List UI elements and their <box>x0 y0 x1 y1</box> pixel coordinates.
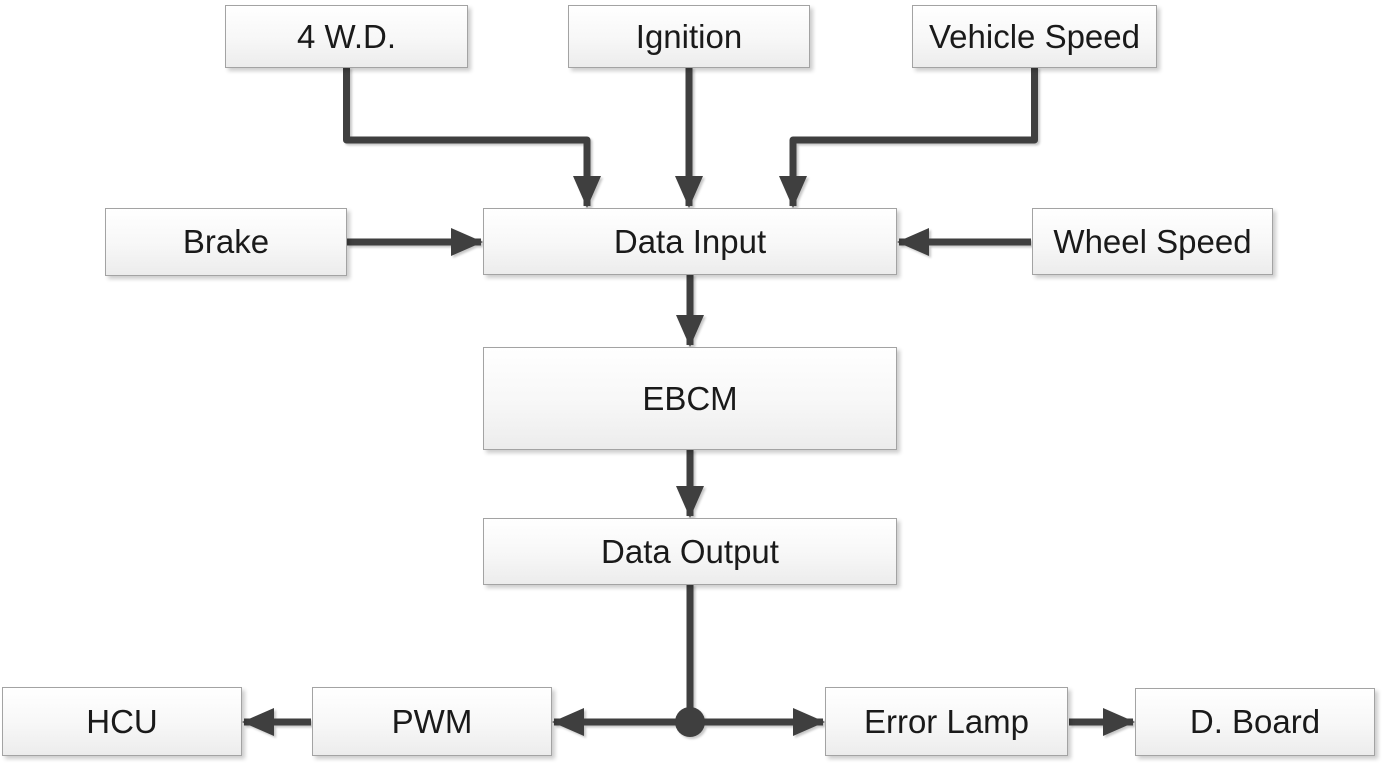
node-pwm: PWM <box>312 687 552 756</box>
node-data-output-label: Data Output <box>601 532 779 570</box>
node-d-board: D. Board <box>1135 688 1375 756</box>
node-hcu-label: HCU <box>86 702 158 740</box>
node-data-output: Data Output <box>483 518 897 585</box>
node-4wd-label: 4 W.D. <box>296 17 397 55</box>
node-wheel-speed: Wheel Speed <box>1032 208 1273 275</box>
node-d-board-label: D. Board <box>1189 703 1321 740</box>
node-error-lamp: Error Lamp <box>825 687 1068 756</box>
edge-4wd-to-data-input <box>343 67 601 208</box>
node-data-input-label: Data Input <box>613 222 767 260</box>
node-ignition-label: Ignition <box>635 17 743 55</box>
node-ebcm-label: EBCM <box>642 379 738 417</box>
junction-dot <box>675 707 705 737</box>
node-wheel-speed-label: Wheel Speed <box>1053 222 1252 260</box>
node-ignition: Ignition <box>568 5 810 68</box>
node-brake: Brake <box>105 208 347 276</box>
node-pwm-label: PWM <box>391 702 473 740</box>
node-vehicle-speed-label: Vehicle Speed <box>928 17 1140 55</box>
node-error-lamp-label: Error Lamp <box>863 702 1030 740</box>
edge-vehicle-speed-to-data-input <box>779 67 1038 208</box>
node-ebcm: EBCM <box>483 347 897 450</box>
node-hcu: HCU <box>2 687 242 756</box>
node-brake-label: Brake <box>182 223 270 260</box>
node-vehicle-speed: Vehicle Speed <box>912 5 1157 68</box>
node-data-input: Data Input <box>483 208 897 275</box>
node-4wd: 4 W.D. <box>225 5 468 68</box>
